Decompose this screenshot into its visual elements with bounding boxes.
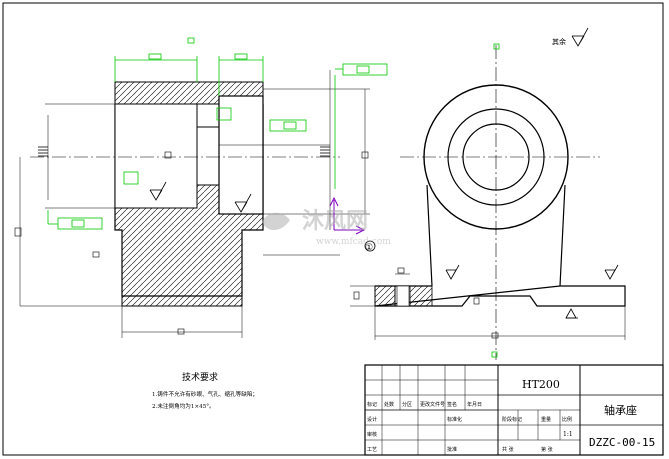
section-label-circle xyxy=(364,240,376,252)
watermark-logo-icon xyxy=(262,212,290,231)
drawing-number: DZZC-00-15 xyxy=(589,436,655,449)
label-review: 审核 xyxy=(367,431,377,438)
tech-requirements-item-2: 2.未注倒角均为1×45°。 xyxy=(152,402,215,410)
label-zone: 分区 xyxy=(402,401,412,408)
tech-requirements-item-1: 1.铸件不允许有砂眼、气孔、缩孔等缺陷； xyxy=(152,390,258,398)
material: HT200 xyxy=(522,378,560,391)
label-approve: 批准 xyxy=(447,446,457,453)
label-count: 处数 xyxy=(384,401,394,408)
label-process: 工艺 xyxy=(367,447,377,453)
view-axis-marker xyxy=(329,196,366,235)
side-view xyxy=(350,43,626,360)
label-sheets: 共 张 xyxy=(502,446,514,453)
part-name: 轴承座 xyxy=(604,403,637,417)
dimension-annotations xyxy=(47,37,388,230)
title-block-text: HT200 轴承座 DZZC-00-15 1:1 标记 处数 分区 更改文件号 … xyxy=(367,378,655,453)
label-sheet: 第 张 xyxy=(541,446,553,453)
title-block xyxy=(364,364,664,456)
tech-requirements-title: 技术要求 xyxy=(182,371,218,383)
label-standardize: 标准化 xyxy=(447,416,462,423)
watermark: 沐风网 www.mfcad.com xyxy=(262,208,391,247)
tech-requirements: 技术要求 1.铸件不允许有砂眼、气孔、缩孔等缺陷； 2.未注倒角均为1×45°。 xyxy=(152,371,258,410)
label-design: 设计 xyxy=(367,416,377,423)
roughness-symbols xyxy=(149,27,619,319)
label-mark: 标记 xyxy=(367,401,377,408)
label-stage-mark: 阶段标记 xyxy=(502,416,522,423)
label-scale: 比例 xyxy=(562,416,572,423)
watermark-url: www.mfcad.com xyxy=(316,237,391,247)
scale-value: 1:1 xyxy=(563,431,573,438)
drawing-frame xyxy=(2,2,664,456)
label-signature: 签名 xyxy=(447,401,457,408)
watermark-brand: 沐风网 xyxy=(302,208,368,234)
front-section-view xyxy=(14,70,370,338)
label-weight: 重量 xyxy=(541,416,551,423)
section-label: ① xyxy=(365,243,373,253)
label-date: 年月日 xyxy=(467,401,482,408)
roughness-note-prefix: 其余 xyxy=(552,37,566,46)
label-change-doc: 更改文件号 xyxy=(420,401,445,408)
